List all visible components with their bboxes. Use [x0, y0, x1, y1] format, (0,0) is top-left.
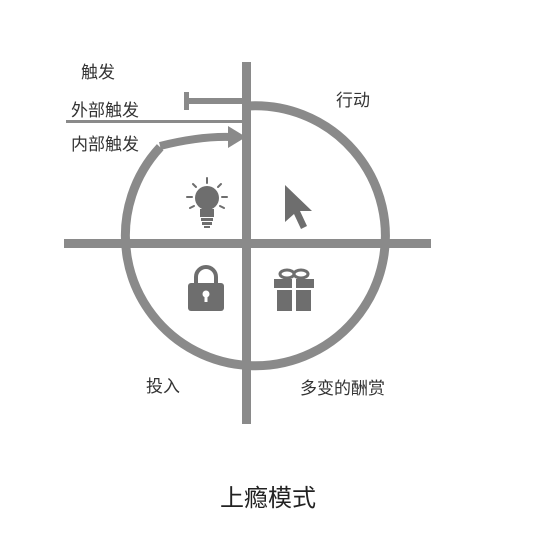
lightbulb-icon [186, 177, 228, 228]
external-trigger-cap [184, 92, 189, 110]
hook-cycle-diagram [64, 62, 431, 424]
external-trigger-line [186, 98, 246, 104]
variable-reward-label: 多变的酬赏 [300, 379, 385, 399]
internal-trigger-arrowhead [228, 126, 246, 148]
investment-label: 投入 [146, 377, 180, 397]
trigger-divider [66, 120, 244, 123]
internal-trigger-label: 内部触发 [71, 135, 139, 155]
external-trigger-label: 外部触发 [71, 101, 139, 121]
hook-loop-arc [120, 101, 390, 371]
horizontal-axis [64, 239, 431, 248]
padlock-icon [188, 265, 224, 311]
action-label: 行动 [336, 91, 370, 111]
trigger-label: 触发 [81, 63, 115, 83]
figure-caption: 上瘾模式 [220, 484, 316, 512]
gift-icon [274, 268, 314, 311]
cursor-arrow-icon [285, 185, 312, 229]
internal-trigger-arrow-shaft [159, 132, 232, 150]
